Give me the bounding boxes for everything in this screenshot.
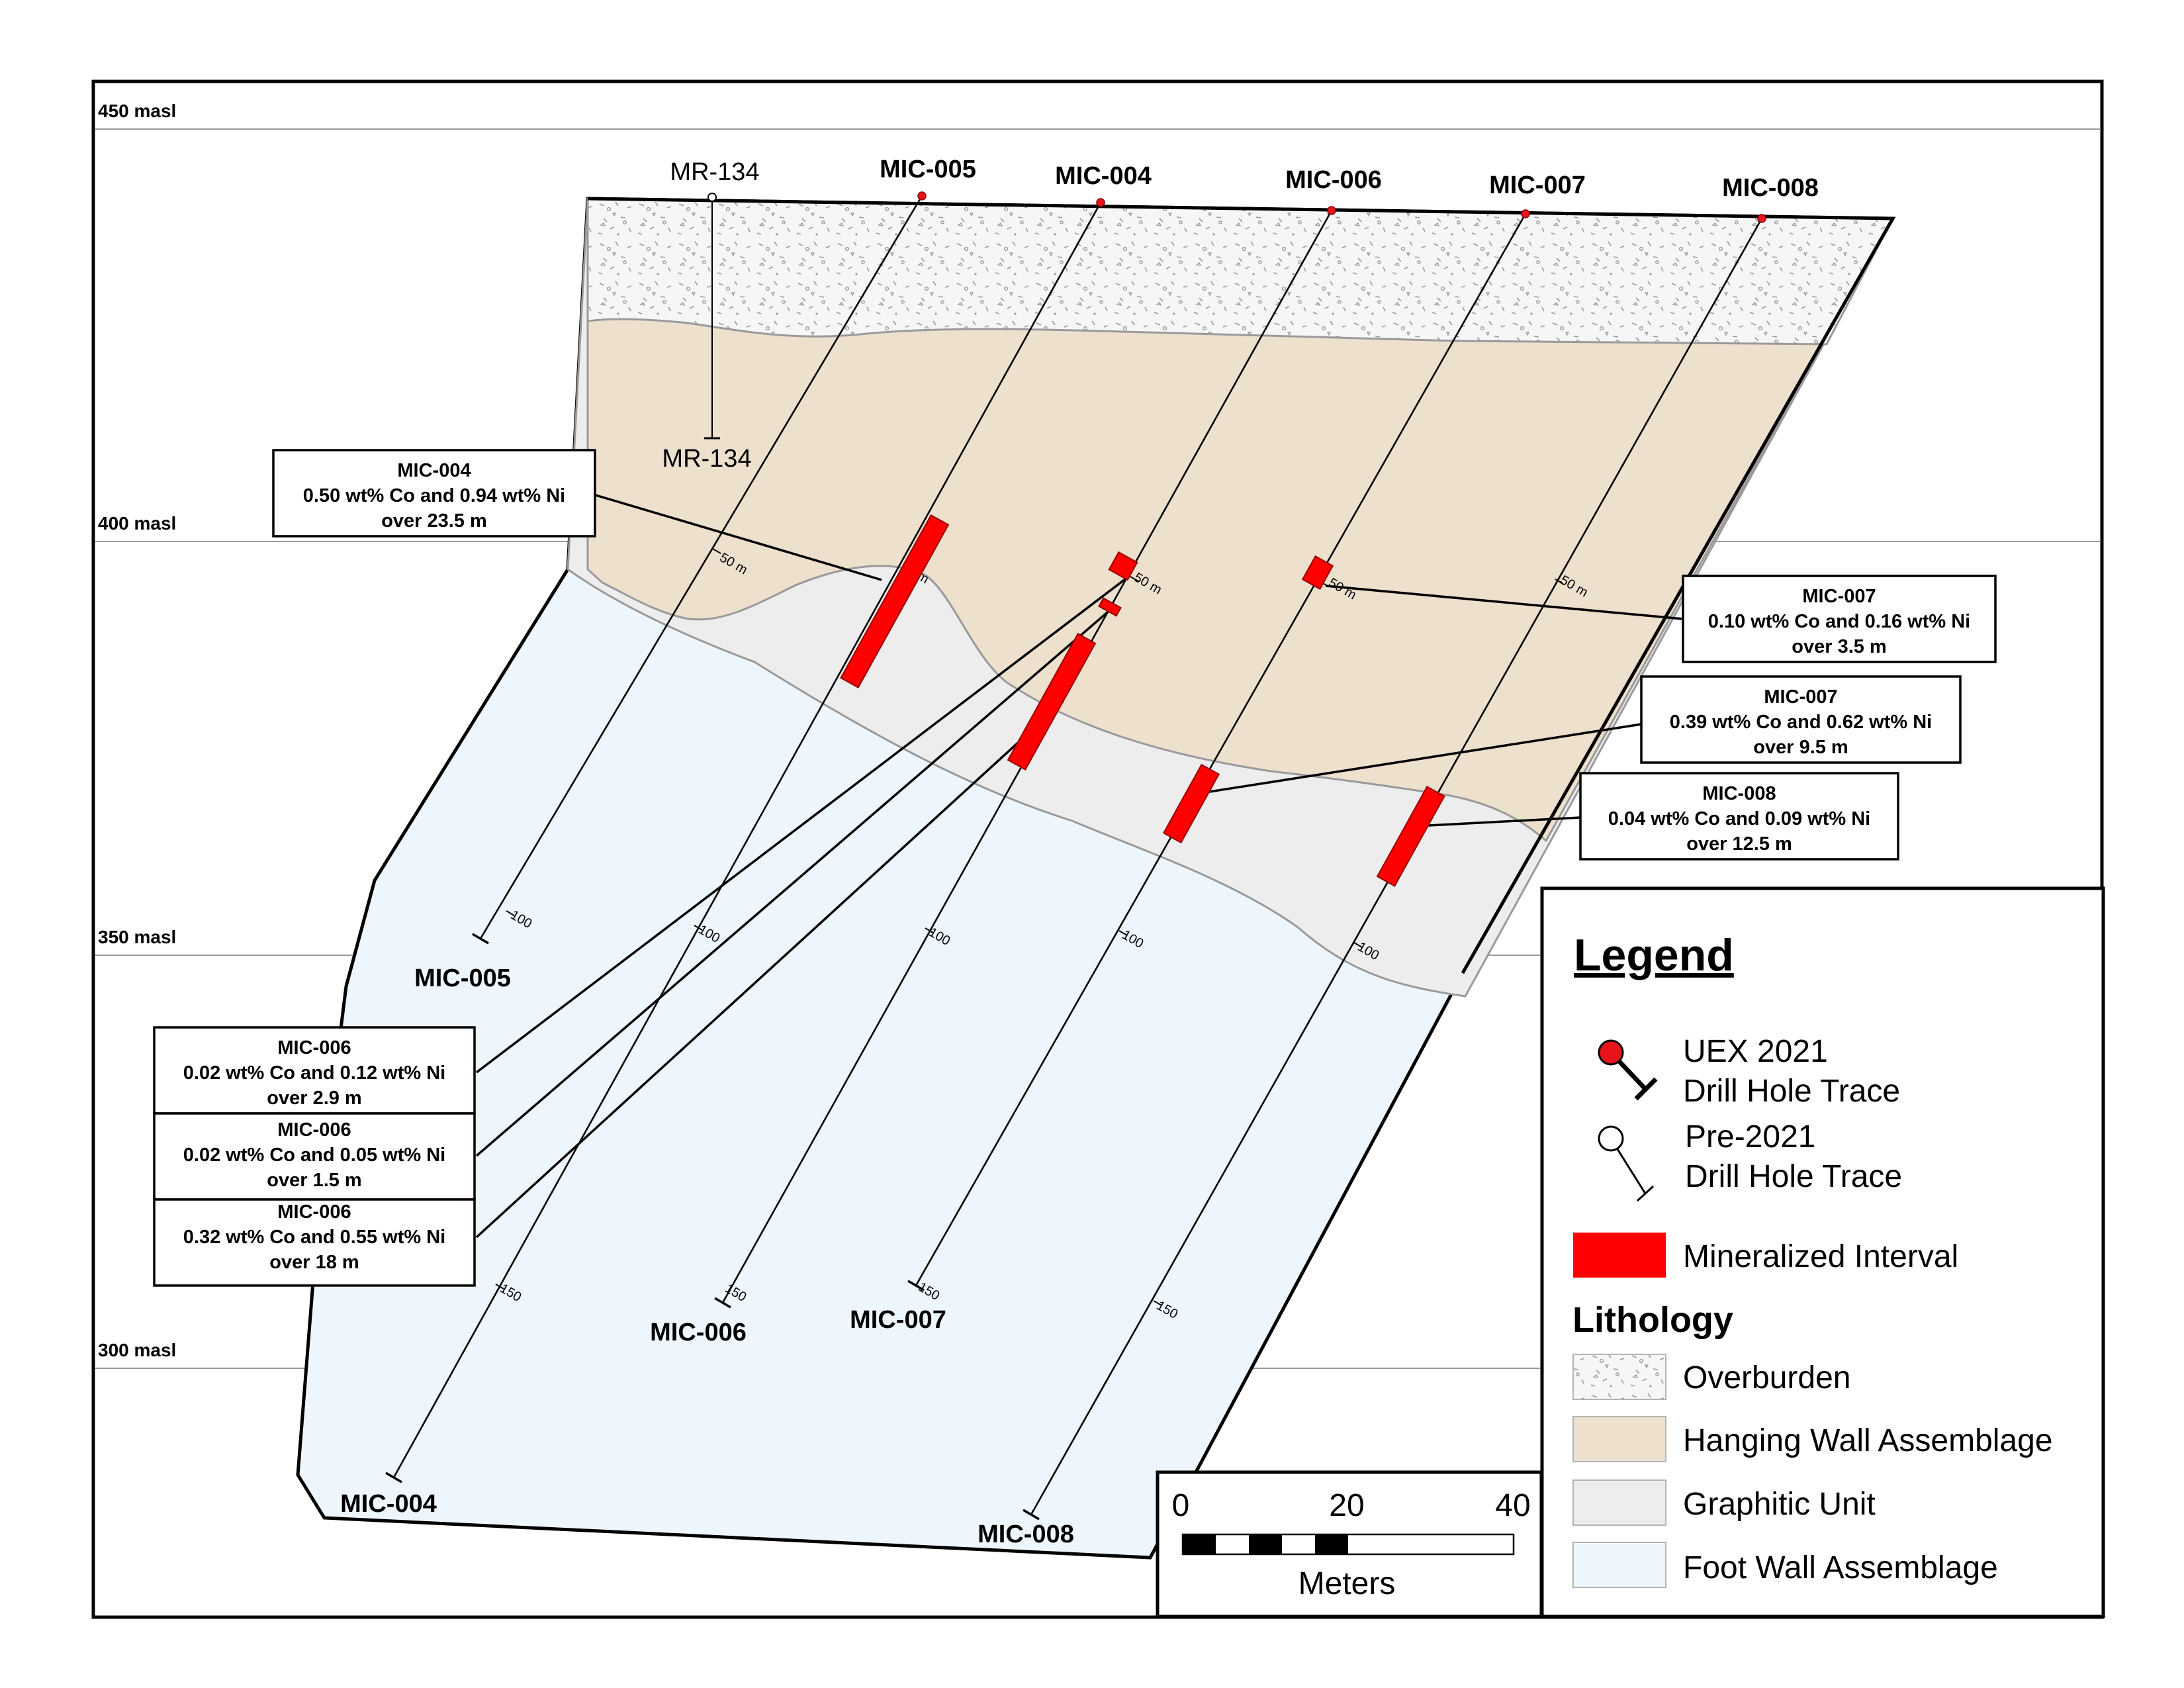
mineralized-interval-mic-004-main [840, 514, 950, 688]
svg-text:over 2.9 m: over 2.9 m [267, 1088, 361, 1109]
callout-mic-006-stack: MIC-006 0.02 wt% Co and 0.12 wt% Ni over… [153, 1026, 476, 1287]
mineralized-interval-mic-004-small [1108, 551, 1138, 581]
legend-uex-line1: UEX 2021 [1683, 1034, 1828, 1069]
collar-mic-006 [1327, 206, 1336, 215]
mineralized-interval-mic-008 [1376, 786, 1445, 887]
mr-134-top-label: MR-134 [670, 158, 759, 186]
legend-graphitic-label: Graphitic Unit [1683, 1487, 1876, 1522]
mic-007-top-label: MIC-007 [1489, 171, 1586, 199]
topographic-surface [587, 197, 1896, 974]
svg-text:MIC-007: MIC-007 [1764, 686, 1837, 708]
hole-bottom-labels: MR-134 MIC-005 MIC-004 MIC-006 MIC-007 M… [340, 445, 1074, 1548]
scale-tick-20: 20 [1329, 1488, 1364, 1523]
mic-005-bottom-label: MIC-005 [414, 964, 511, 992]
mr-134-bottom-label: MR-134 [662, 445, 751, 473]
collar-mic-007 [1521, 209, 1530, 218]
callout-leaders [475, 494, 1684, 1239]
trace-mic-004 [392, 202, 1102, 1478]
mic-008-bottom-label: MIC-008 [978, 1521, 1074, 1548]
hole-end-caps [385, 933, 1040, 1521]
svg-text:0.32 wt% Co and 0.55 wt% Ni: 0.32 wt% Co and 0.55 wt% Ni [183, 1227, 445, 1248]
mic-006-top-label: MIC-006 [1285, 166, 1382, 194]
mineralized-interval-mic-007-small [1301, 555, 1334, 590]
trace-mic-007 [915, 213, 1527, 1286]
mineralized-interval-mic-004-thin [1098, 597, 1122, 617]
hanging-wall-unit [586, 197, 1895, 843]
svg-text:over 1.5 m: over 1.5 m [267, 1170, 361, 1191]
mic-008-top-label: MIC-008 [1722, 174, 1819, 202]
collar-mic-005 [917, 191, 927, 201]
pre-2021-hole-mr-134 [704, 193, 720, 440]
trace-mic-005 [479, 195, 923, 939]
legend-pre-line2: Drill Hole Trace [1685, 1159, 1902, 1194]
mic-005-top-label: MIC-005 [880, 156, 976, 183]
legend-overburden-swatch [1572, 1354, 1666, 1400]
svg-text:over 12.5 m: over 12.5 m [1686, 833, 1792, 855]
svg-text:MIC-008: MIC-008 [1702, 783, 1776, 804]
legend-hanging-wall-label: Hanging Wall Assemblage [1683, 1423, 2053, 1458]
svg-text:over 3.5 m: over 3.5 m [1792, 636, 1886, 657]
scale-unit: Meters [1298, 1566, 1396, 1601]
mineralized-interval-mic-006-main [1007, 633, 1097, 771]
svg-text:0.50 wt% Co and 0.94 wt% Ni: 0.50 wt% Co and 0.94 wt% Ni [303, 485, 565, 506]
legend-graphitic-swatch [1572, 1479, 1666, 1526]
pre-2021-drill-hole-icon [1598, 1125, 1655, 1202]
callout-mic-008: MIC-008 0.04 wt% Co and 0.09 wt% Ni over… [1579, 772, 1899, 861]
legend-mineralized-label: Mineralized Interval [1683, 1239, 1958, 1274]
uex-collars [917, 191, 1766, 223]
svg-text:MIC-006: MIC-006 [277, 1037, 351, 1058]
mineralized-interval-mic-007-main [1162, 763, 1220, 844]
legend-mineralized-swatch [1573, 1233, 1666, 1278]
elevation-label-400: 400 masl [98, 513, 176, 534]
scale-tick-0: 0 [1172, 1488, 1190, 1523]
legend: Legend UEX 2021 Drill Hole Trace Pre-202… [1540, 886, 2105, 1618]
mic-006-bottom-label: MIC-006 [650, 1319, 747, 1346]
callout-mic-004: MIC-004 0.50 wt% Co and 0.94 wt% Ni over… [272, 449, 596, 538]
svg-text:0.04 wt% Co and 0.09 wt% Ni: 0.04 wt% Co and 0.09 wt% Ni [1608, 808, 1870, 829]
section-geology [296, 197, 1896, 1560]
svg-text:over 18 m: over 18 m [269, 1252, 359, 1273]
elevation-label-450: 450 masl [98, 101, 176, 121]
svg-text:0.10 wt% Co and 0.16 wt% Ni: 0.10 wt% Co and 0.16 wt% Ni [1708, 611, 1970, 632]
legend-lithology-title: Lithology [1572, 1300, 1733, 1340]
scale-bar: 0 20 40 Meters [1156, 1470, 1543, 1618]
hole-top-labels: MR-134 MIC-005 MIC-004 MIC-006 MIC-007 M… [670, 156, 1818, 202]
pre-2021-collar-icon [707, 193, 717, 202]
legend-foot-wall-label: Foot Wall Assemblage [1683, 1550, 1998, 1585]
legend-pre-line1: Pre-2021 [1685, 1119, 1815, 1154]
legend-foot-wall-swatch [1572, 1542, 1666, 1588]
mic-004-top-label: MIC-004 [1055, 162, 1152, 190]
svg-text:MIC-006: MIC-006 [277, 1119, 351, 1141]
elevation-label-350: 350 masl [98, 927, 176, 947]
svg-text:over 23.5 m: over 23.5 m [381, 510, 487, 532]
elevation-labels: 450 masl 400 masl 350 masl 300 masl [98, 101, 176, 1360]
callout-mic-007-upper: MIC-007 0.10 wt% Co and 0.16 wt% Ni over… [1682, 575, 1997, 663]
svg-text:MIC-007: MIC-007 [1802, 586, 1876, 607]
legend-overburden-label: Overburden [1683, 1360, 1850, 1395]
mineralized-intervals [840, 514, 1445, 887]
svg-text:0.02 wt% Co and 0.12 wt% Ni: 0.02 wt% Co and 0.12 wt% Ni [183, 1062, 445, 1084]
scale-tick-40: 40 [1495, 1488, 1530, 1523]
callout-mic-007-lower: MIC-007 0.39 wt% Co and 0.62 wt% Ni over… [1640, 675, 1962, 764]
legend-hanging-wall-swatch [1572, 1416, 1666, 1462]
svg-text:0.02 wt% Co and 0.05 wt% Ni: 0.02 wt% Co and 0.05 wt% Ni [183, 1145, 445, 1166]
svg-text:MIC-006: MIC-006 [277, 1201, 351, 1223]
svg-text:MIC-004: MIC-004 [397, 460, 471, 481]
svg-text:over 9.5 m: over 9.5 m [1753, 737, 1848, 758]
legend-title: Legend [1574, 930, 1734, 980]
uex-2021-drill-hole-icon [1598, 1039, 1658, 1101]
mic-007-bottom-label: MIC-007 [850, 1306, 946, 1334]
collar-mic-008 [1757, 214, 1766, 223]
legend-uex-line2: Drill Hole Trace [1683, 1074, 1900, 1109]
collar-mic-004 [1096, 198, 1105, 207]
overburden-unit [586, 197, 1895, 346]
elevation-label-300: 300 masl [98, 1340, 176, 1360]
mic-004-bottom-label: MIC-004 [340, 1490, 437, 1518]
svg-text:0.39 wt% Co and 0.62 wt% Ni: 0.39 wt% Co and 0.62 wt% Ni [1670, 712, 1932, 733]
